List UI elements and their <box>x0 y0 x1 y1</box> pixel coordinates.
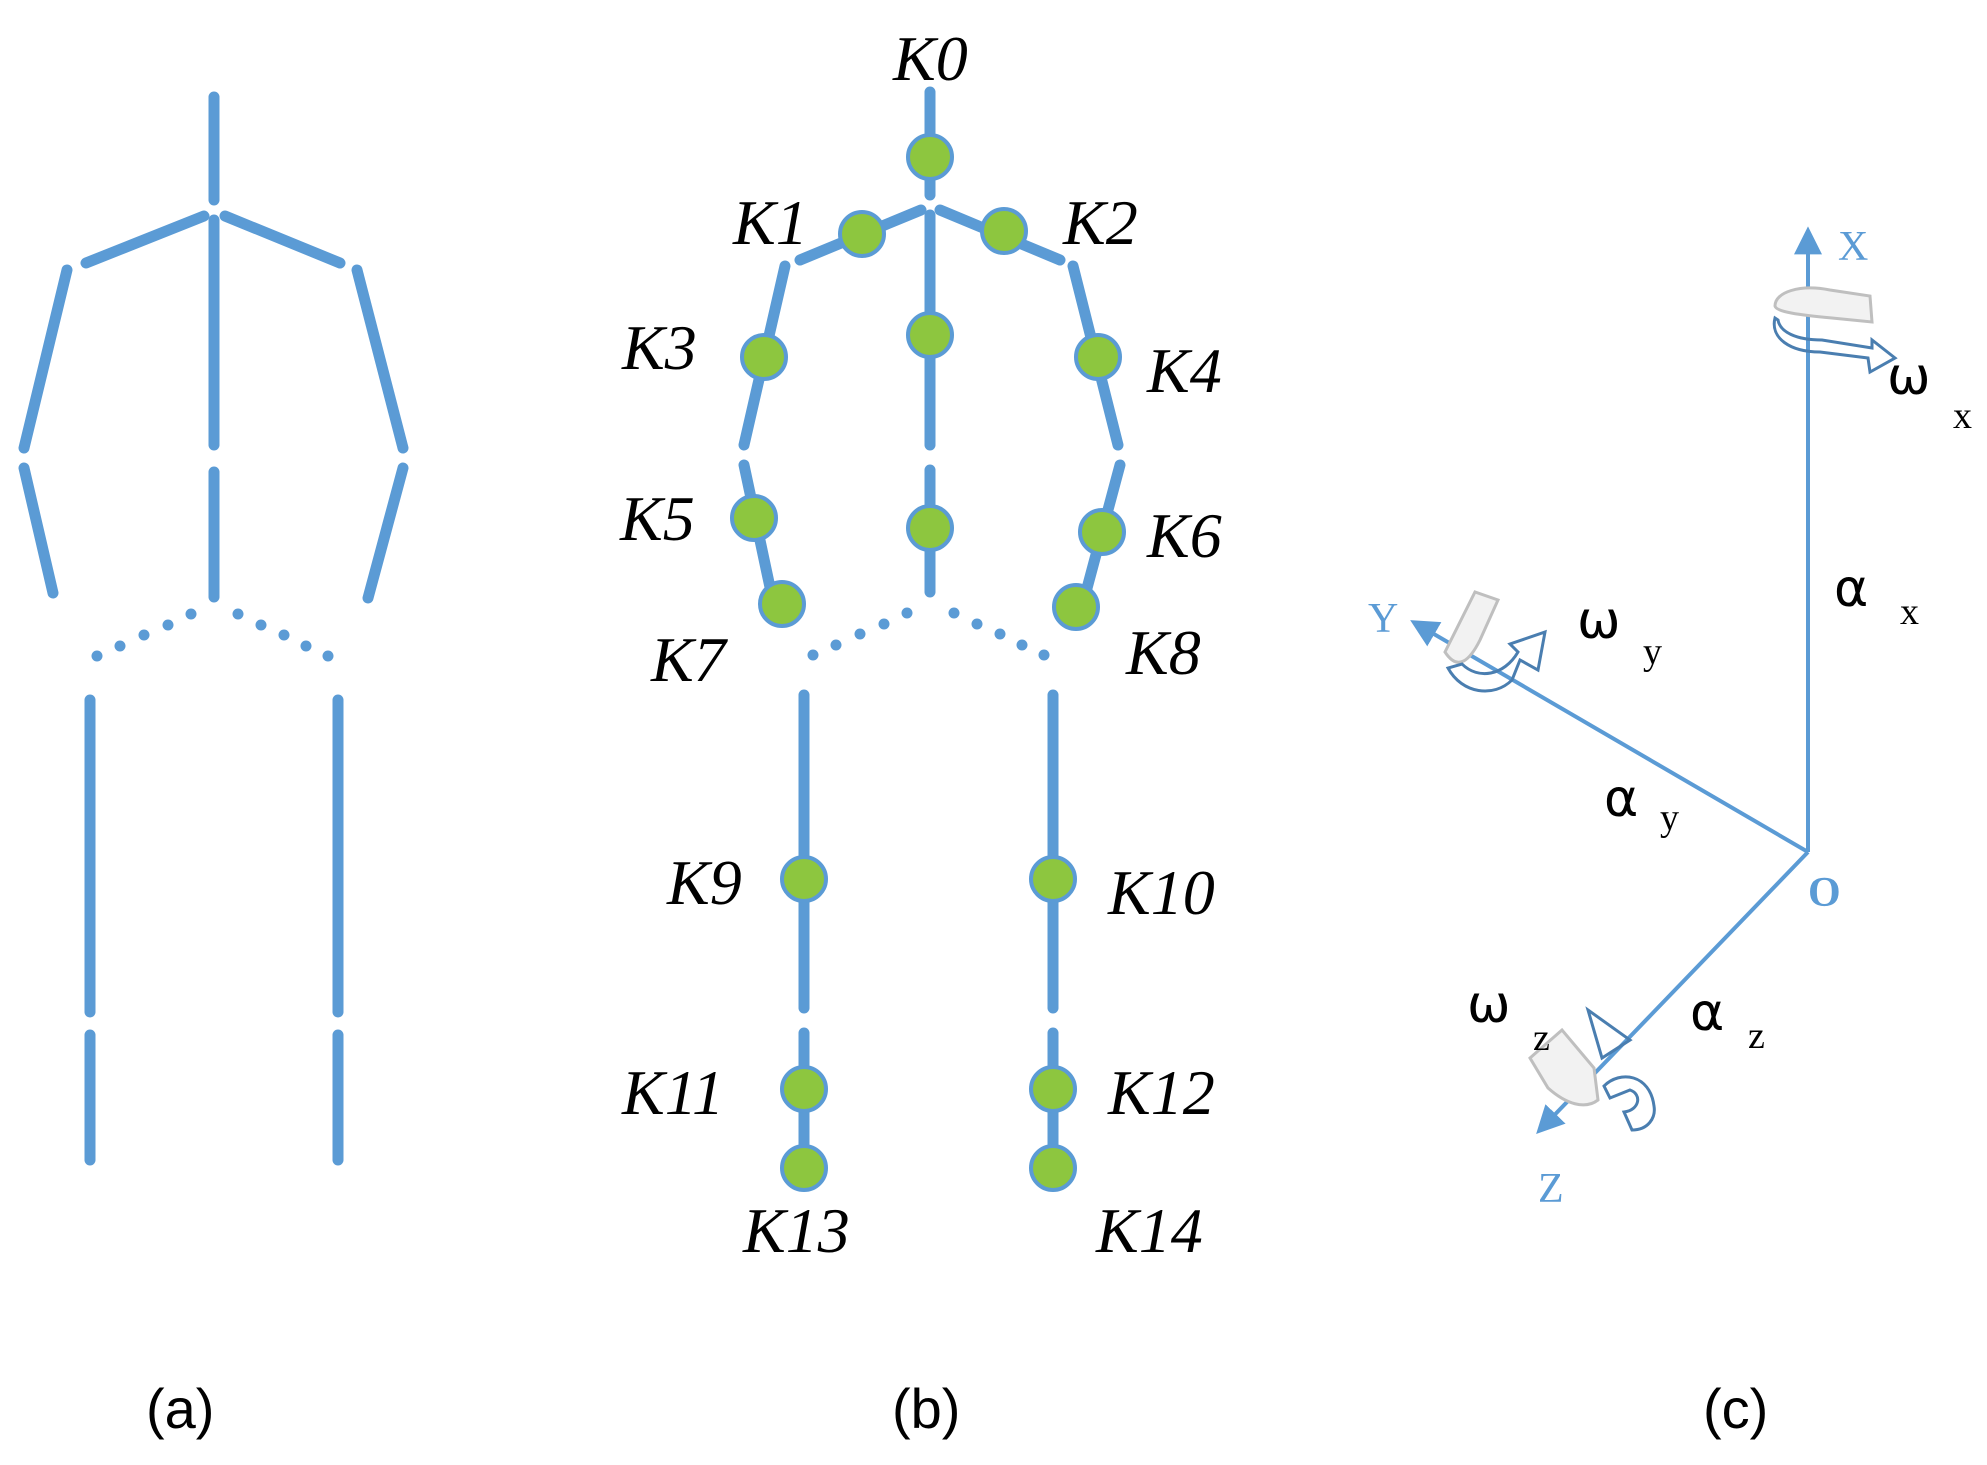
label-k14: K14 <box>1095 1195 1203 1266</box>
label-k11: K11 <box>621 1057 724 1128</box>
joint-k4 <box>1074 333 1122 381</box>
label-k0: K0 <box>892 23 968 94</box>
y-axis-line <box>1410 620 1810 854</box>
alpha-z-symbol: α <box>1690 983 1724 1043</box>
label-k9: K9 <box>666 847 742 918</box>
joint-k5 <box>730 494 778 542</box>
a-left-shoulder <box>80 210 210 269</box>
panel-b-labels: K0 K1 K2 K3 K4 K5 K6 K7 K8 K9 K10 K11 K1… <box>619 23 1222 1266</box>
caption-b: (b) <box>892 1377 960 1440</box>
alpha-y-symbol: α <box>1604 769 1638 829</box>
alpha-x-subscript: x <box>1900 591 1919 633</box>
label-k6: K6 <box>1146 500 1222 571</box>
label-k5: K5 <box>619 483 695 554</box>
alpha-y-subscript: y <box>1660 797 1679 839</box>
axis-label-y: Y <box>1368 596 1398 642</box>
joint-k6 <box>1078 508 1126 556</box>
caption-a: (a) <box>146 1377 214 1440</box>
label-k1: K1 <box>732 187 808 258</box>
omega-x-symbol: ω <box>1887 347 1931 407</box>
caption-c: (c) <box>1703 1377 1768 1440</box>
omega-z-subscript: z <box>1533 1017 1550 1059</box>
rotation-z-icon <box>1528 1006 1656 1132</box>
origin-label: O <box>1808 870 1841 916</box>
axis-label-x: X <box>1838 224 1868 270</box>
label-k4: K4 <box>1146 335 1222 406</box>
panel-a-hip-dots <box>91 608 334 662</box>
a-right-forearm <box>362 462 409 604</box>
panel-b-joints <box>730 133 1126 1192</box>
joint-k0 <box>906 133 954 181</box>
a-left-upper-arm <box>18 264 73 454</box>
a-left-forearm <box>18 462 59 599</box>
joint-k12 <box>1029 1065 1077 1113</box>
rotation-x-icon <box>1772 286 1898 375</box>
a-right-shoulder <box>219 210 346 269</box>
joint-k11 <box>780 1065 828 1113</box>
label-k7: K7 <box>650 624 729 695</box>
joint-k14 <box>1029 1144 1077 1192</box>
a-right-upper-arm <box>351 264 409 454</box>
joint-k3 <box>740 333 788 381</box>
alpha-z-subscript: z <box>1748 1015 1765 1057</box>
joint-spine-lower <box>906 504 954 552</box>
joint-spine-upper <box>906 311 954 359</box>
label-k8: K8 <box>1125 617 1201 688</box>
panel-a-skeleton <box>18 91 409 1166</box>
joint-k9 <box>780 855 828 903</box>
joint-k10 <box>1029 855 1077 903</box>
joint-k7 <box>758 580 806 628</box>
joint-k8 <box>1052 583 1100 631</box>
axis-label-z: Z <box>1538 1166 1564 1212</box>
label-k10: K10 <box>1107 857 1215 928</box>
joint-k1 <box>838 210 886 258</box>
panel-b-hip-dots <box>807 607 1050 661</box>
omega-y-subscript: y <box>1643 631 1662 673</box>
label-k13: K13 <box>742 1195 850 1266</box>
label-k12: K12 <box>1107 1057 1215 1128</box>
label-k3: K3 <box>621 312 697 383</box>
omega-x-subscript: x <box>1953 395 1972 437</box>
omega-y-symbol: ω <box>1577 591 1621 651</box>
joint-k13 <box>780 1144 828 1192</box>
omega-z-symbol: ω <box>1467 975 1511 1035</box>
alpha-x-symbol: α <box>1834 559 1868 619</box>
label-k2: K2 <box>1062 187 1138 258</box>
joint-k2 <box>980 207 1028 255</box>
rotation-y-icon <box>1443 590 1547 693</box>
